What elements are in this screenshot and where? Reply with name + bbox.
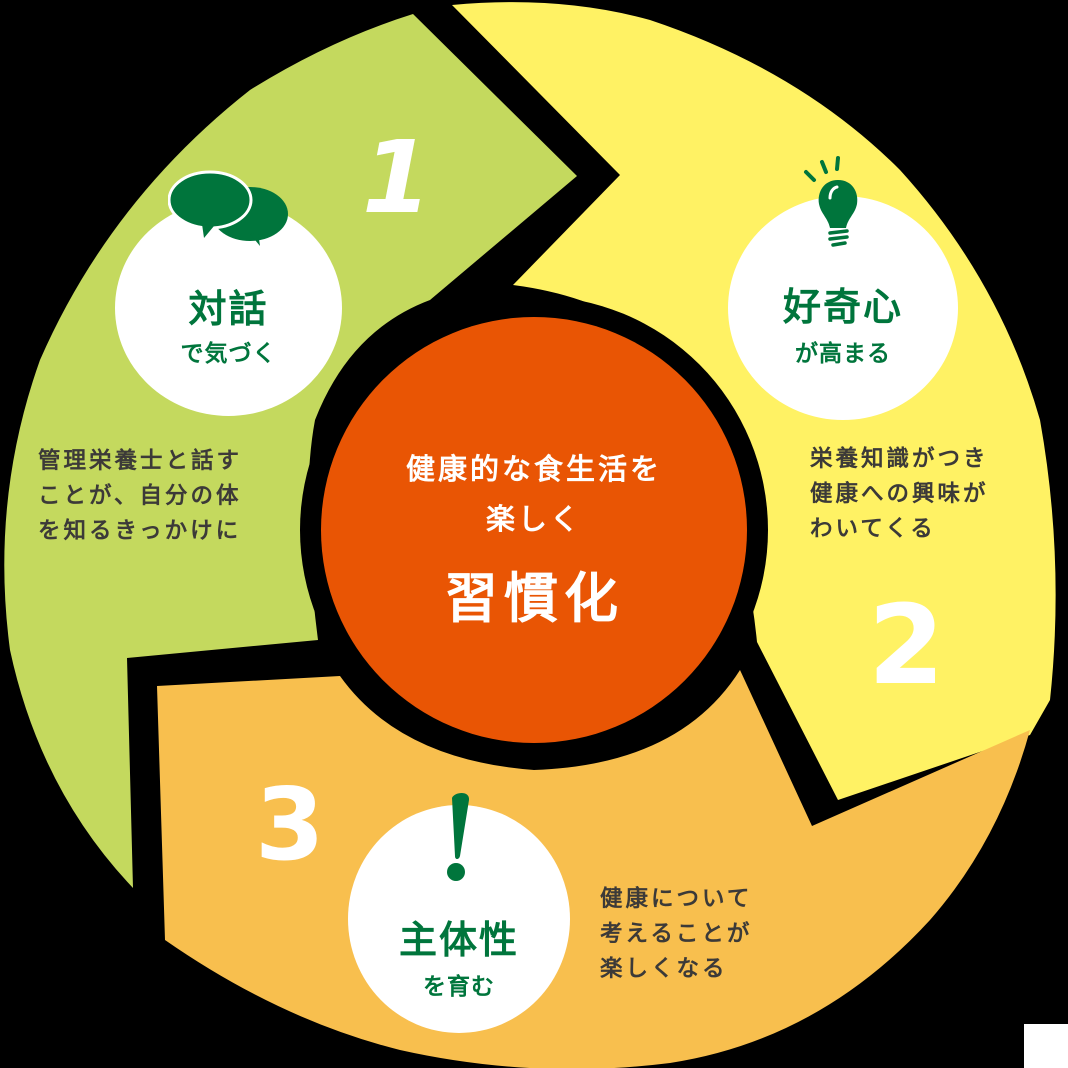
- step3-bubble: 主体性 を育む: [348, 805, 570, 1033]
- center-circle: [321, 317, 747, 743]
- step2-description: 栄養知識がつき 健康への興味が わいてくる: [810, 446, 989, 542]
- step2-number: 2: [868, 581, 945, 709]
- step3-title: 主体性: [398, 918, 519, 962]
- step2-arrow-segment: [452, 2, 1056, 800]
- step1-description: 管理栄養士と話す ことが、自分の体 を知るきっかけに: [38, 448, 243, 544]
- step3-number: 3: [255, 766, 325, 883]
- step2-bubble: 好奇心 が高まる: [728, 196, 958, 420]
- exclamation-icon: [447, 793, 470, 881]
- center-text-block: 健康的な食生活を 楽しく 習慣化: [321, 440, 747, 640]
- step2-subtitle: が高まる: [795, 341, 891, 367]
- center-line-2: 楽しく: [485, 502, 582, 536]
- step2-title: 好奇心: [782, 285, 903, 329]
- step1-title: 対話: [188, 287, 269, 331]
- corner-block: [1024, 1024, 1068, 1068]
- step3-description: 健康について 考えることが 楽しくなる: [600, 886, 753, 982]
- speech-bubbles-icon: [168, 170, 288, 246]
- step1-subtitle: で気づく: [180, 341, 277, 367]
- center-headline: 習慣化: [444, 567, 624, 630]
- step1-number: 1: [362, 119, 432, 236]
- step3-subtitle: を育む: [423, 974, 495, 1000]
- lightbulb-icon: [804, 156, 858, 247]
- center-line-1: 健康的な食生活を: [405, 452, 662, 486]
- step1-bubble: 対話 で気づく: [115, 200, 342, 416]
